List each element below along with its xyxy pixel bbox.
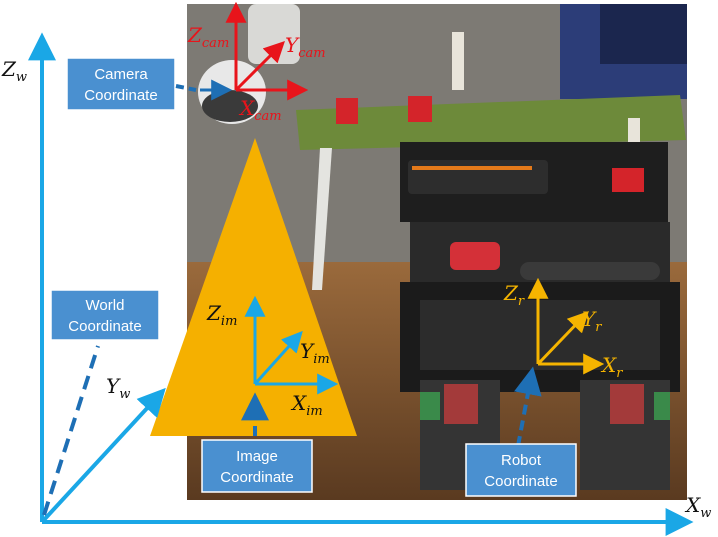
world-z-label: Zw	[1, 57, 27, 85]
robot-label-box	[465, 443, 577, 497]
camera-stand	[248, 4, 300, 64]
robot-coordinate-label: Robot Coordinate	[465, 443, 577, 497]
camera-label-line1: Camera	[94, 66, 148, 83]
camera-label-line2: Coordinate	[84, 87, 157, 104]
wireless-adapter	[408, 160, 548, 194]
image-y-axis	[253, 330, 303, 386]
camera-label-box	[66, 57, 176, 111]
world-label-box	[50, 289, 160, 341]
standoff-1	[452, 32, 464, 90]
robot-y-axis	[536, 310, 589, 366]
camera-view-cone	[150, 138, 357, 436]
image-x-label: Xim	[290, 391, 323, 419]
image-label-line2: Coordinate	[220, 469, 293, 486]
world-pointer-dash	[42, 345, 100, 516]
world-coordinate-label: World Coordinate	[50, 289, 160, 341]
red-marker-2	[408, 96, 432, 122]
image-label-box	[201, 439, 313, 493]
battery-pack	[420, 300, 660, 370]
world-label-line2: Coordinate	[68, 318, 141, 335]
image-y-label: Yim	[300, 339, 330, 367]
right-servo	[610, 384, 644, 424]
image-coordinate-label: Image Coordinate	[201, 439, 313, 493]
cable-tie	[312, 148, 332, 290]
right-pcb	[654, 392, 670, 420]
red-connector	[450, 242, 500, 270]
cable-bundle	[520, 262, 660, 280]
world-label-line1: World	[86, 297, 125, 314]
left-servo	[444, 384, 478, 424]
camera-x-label: Xcam	[238, 96, 282, 124]
image-z-label: Zim	[206, 301, 237, 329]
camera-frame: Zcam Ycam Xcam	[187, 1, 326, 124]
red-marker-1	[336, 98, 358, 124]
equipment-panel	[600, 4, 687, 64]
adapter-stripe	[412, 166, 532, 170]
camera-z-label: Zcam	[187, 23, 229, 51]
camera-y-axis	[234, 41, 285, 92]
camera-y-label: Ycam	[285, 33, 326, 61]
robot-z-label: Zr	[503, 281, 525, 309]
camera-coordinate-label: Camera Coordinate	[66, 57, 233, 111]
robot-y-label: Yr	[582, 307, 602, 335]
image-frame: Zim Yim Xim	[206, 295, 339, 436]
robot-frame: Zr Yr Xr	[503, 277, 623, 447]
robot-mid	[410, 222, 670, 292]
world-y-label: Yw	[106, 374, 130, 402]
red-switch	[612, 168, 644, 192]
robot-pointer-dash	[514, 366, 542, 447]
world-frame: Zw Yw Xw	[1, 32, 711, 536]
world-x-label: Xw	[684, 493, 711, 521]
robot-x-label: Xr	[600, 353, 623, 381]
robot-label-line1: Robot	[501, 452, 542, 469]
green-board	[296, 95, 686, 150]
left-pcb	[420, 392, 440, 420]
world-y-axis	[40, 387, 166, 524]
image-label-line1: Image	[236, 448, 278, 465]
camera-pointer-dash	[175, 84, 197, 92]
robot-label-line2: Coordinate	[484, 473, 557, 490]
